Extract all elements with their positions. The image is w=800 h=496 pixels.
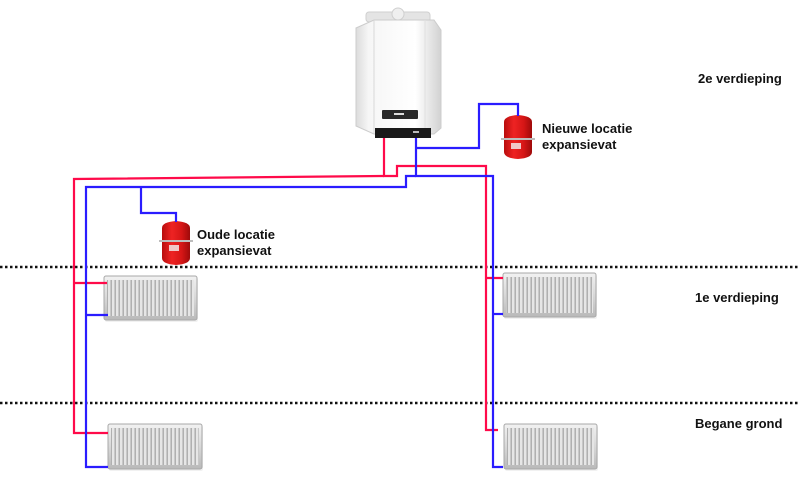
radiator-1e-left <box>103 275 198 322</box>
boiler <box>355 7 442 138</box>
new-vessel-label-line2: expansievat <box>542 137 617 152</box>
return-main <box>414 138 503 469</box>
new-expansion-vessel <box>501 115 535 159</box>
return-pipes <box>84 102 520 469</box>
radiator-bg-right <box>503 423 598 471</box>
new-vessel-label-line1: Nieuwe locatie <box>542 121 633 136</box>
radiator-1e-right <box>502 272 597 319</box>
supply-main <box>382 138 498 432</box>
floor-label-begane-grond: Begane grond <box>695 416 783 431</box>
supply-left-riser <box>72 174 385 435</box>
old-expansion-vessel <box>159 221 193 265</box>
old-vessel-label: Oude locatie expansievat <box>197 227 275 259</box>
supply-pipes <box>72 138 503 435</box>
radiator-bg-left <box>107 423 203 471</box>
new-vessel-branch <box>416 102 520 150</box>
old-vessel-label-line1: Oude locatie <box>197 227 276 242</box>
floor-label-1e: 1e verdieping <box>695 290 779 305</box>
return-left-riser <box>84 174 416 469</box>
old-vessel-label-line2: expansievat <box>197 243 272 258</box>
new-vessel-label: Nieuwe locatie expansievat <box>542 121 632 153</box>
floor-label-2e: 2e verdieping <box>698 71 782 86</box>
old-vessel-branch <box>139 187 178 222</box>
